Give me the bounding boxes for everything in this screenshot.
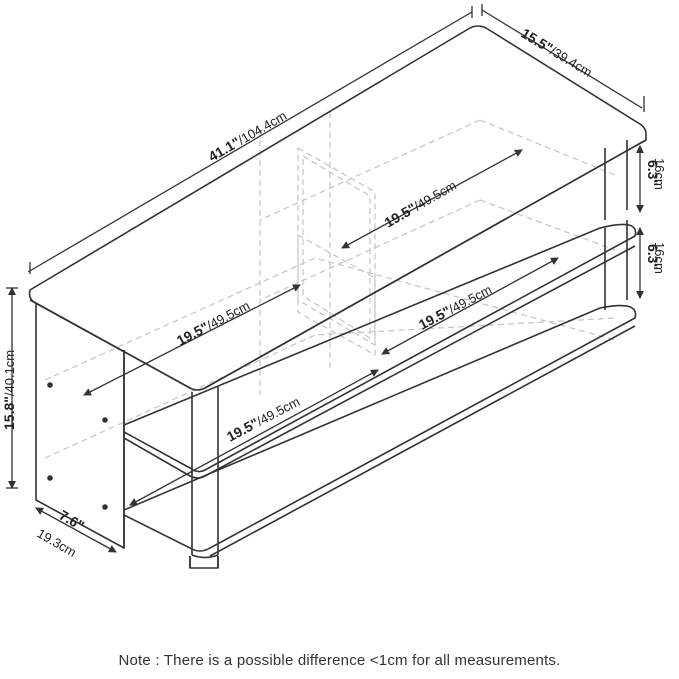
dimension-labels: 41.1"/104.4cm 15.5"/39.4cm 15.8"/40.1cm … [1, 25, 667, 560]
upper-back-width-label: 19.5"/49.5cm [382, 177, 459, 231]
hidden-lines [44, 112, 616, 459]
measurement-note: Note : There is a possible difference <1… [118, 652, 561, 669]
dimension-lines [6, 4, 645, 553]
shelf-top-gap-metric: 16cm [652, 158, 667, 190]
side-depth-imperial: 7.6" [57, 507, 88, 534]
shelf-mid-gap-imperial: 6.3" [645, 244, 661, 270]
height-label: 15.8"/40.1cm [1, 350, 17, 430]
shelf-mid-gap-metric: 16cm [652, 242, 667, 274]
shelf-top-gap-imperial: 6.3" [645, 160, 661, 186]
side-depth-metric: 19.3cm [35, 526, 79, 560]
stand-outline [28, 25, 647, 569]
lower-front-width-label: 19.5"/49.5cm [224, 393, 302, 445]
width-label: 41.1"/104.4cm [206, 107, 290, 165]
